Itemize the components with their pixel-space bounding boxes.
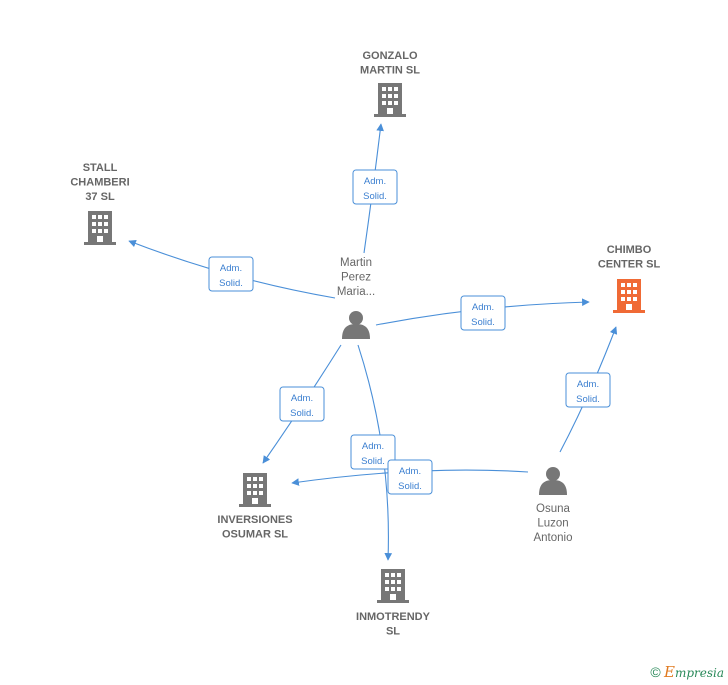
edge-label-box [350,434,396,470]
building-icon[interactable] [613,279,645,313]
edge-label-line: Adm. [364,176,386,187]
building-icon[interactable] [377,569,409,603]
edge-label-badge: Adm. Solid. [460,295,506,331]
nodes-layer: GONZALO MARTIN SL STALL CHAMBERI 37 SL CHIMBO… [70,50,660,638]
node-label-line: SL [386,626,400,638]
edge-label-badge: Adm. Solid. [279,386,325,422]
edge-label-badge: Adm. Solid. [565,372,611,408]
node-label-line: STALL [83,162,118,174]
edge-label-line: Solid. [361,456,385,467]
edge-label-line: Solid. [363,191,387,202]
edge-label-line: Adm. [577,379,599,390]
copyright-symbol: © [650,664,661,680]
node-label-line: Antonio [533,532,572,544]
edge-labels-layer: Adm. Solid. Adm. Solid. Adm. Solid. Adm. Solid.… [208,169,611,495]
edge-label-line: Adm. [472,302,494,313]
node-label-line: OSUMAR SL [222,529,288,541]
node-label-line: 37 SL [85,191,115,203]
node-label-line: INVERSIONES [217,514,292,526]
edge-label-box [387,459,433,495]
node-inmotrendy[interactable]: INMOTRENDY SL [356,569,431,638]
edge-label-line: Solid. [576,394,600,405]
edge-label-line: Solid. [471,317,495,328]
edge-label-line: Solid. [219,278,243,289]
edge-label-badge: Adm. Solid. [387,459,433,495]
edge-label-line: Adm. [220,263,242,274]
node-gonzalo[interactable]: GONZALO MARTIN SL [360,50,420,117]
node-label-line: CHIMBO [607,244,652,256]
node-martin[interactable]: MartinPerezMaria... [337,257,375,339]
brand-logo-text: mpresia [674,666,724,680]
building-icon[interactable] [239,473,271,507]
node-inversiones[interactable]: INVERSIONES OSUMAR SL [217,473,293,541]
node-label-line: Osuna [536,503,570,515]
building-icon[interactable] [374,83,406,117]
edge-label-box [565,372,611,408]
node-label-line: Luzon [537,518,568,530]
node-label-line: Perez [341,272,371,284]
node-label-line: Maria... [337,286,375,298]
brand-logo-initial: E [663,663,675,681]
empresia-watermark: © Empresia [650,663,724,681]
edge-label-box [352,169,398,205]
node-label-line: INMOTRENDY [356,611,431,623]
node-label-line: CENTER SL [598,259,661,271]
edge-label-badge: Adm. Solid. [208,256,254,292]
edge-label-line: Solid. [398,481,422,492]
edge-label-line: Adm. [362,441,384,452]
node-label-line: Martin [340,257,372,269]
edge-label-badge: Adm. Solid. [352,169,398,205]
edge-label-box [279,386,325,422]
node-chimbo[interactable]: CHIMBO CENTER SL [598,244,661,313]
edge-label-line: Adm. [399,466,421,477]
edge-label-badge: Adm. Solid. [350,434,396,470]
person-icon[interactable] [539,467,567,495]
building-icon[interactable] [84,211,116,245]
person-icon[interactable] [342,311,370,339]
node-stall[interactable]: STALL CHAMBERI 37 SL [70,162,130,245]
node-label-line: MARTIN SL [360,65,420,77]
edge-label-line: Solid. [290,408,314,419]
node-label-line: GONZALO [363,50,418,62]
edge-label-box [460,295,506,331]
edge-label-line: Adm. [291,393,313,404]
node-label-line: CHAMBERI [70,177,129,189]
edge-label-box [208,256,254,292]
